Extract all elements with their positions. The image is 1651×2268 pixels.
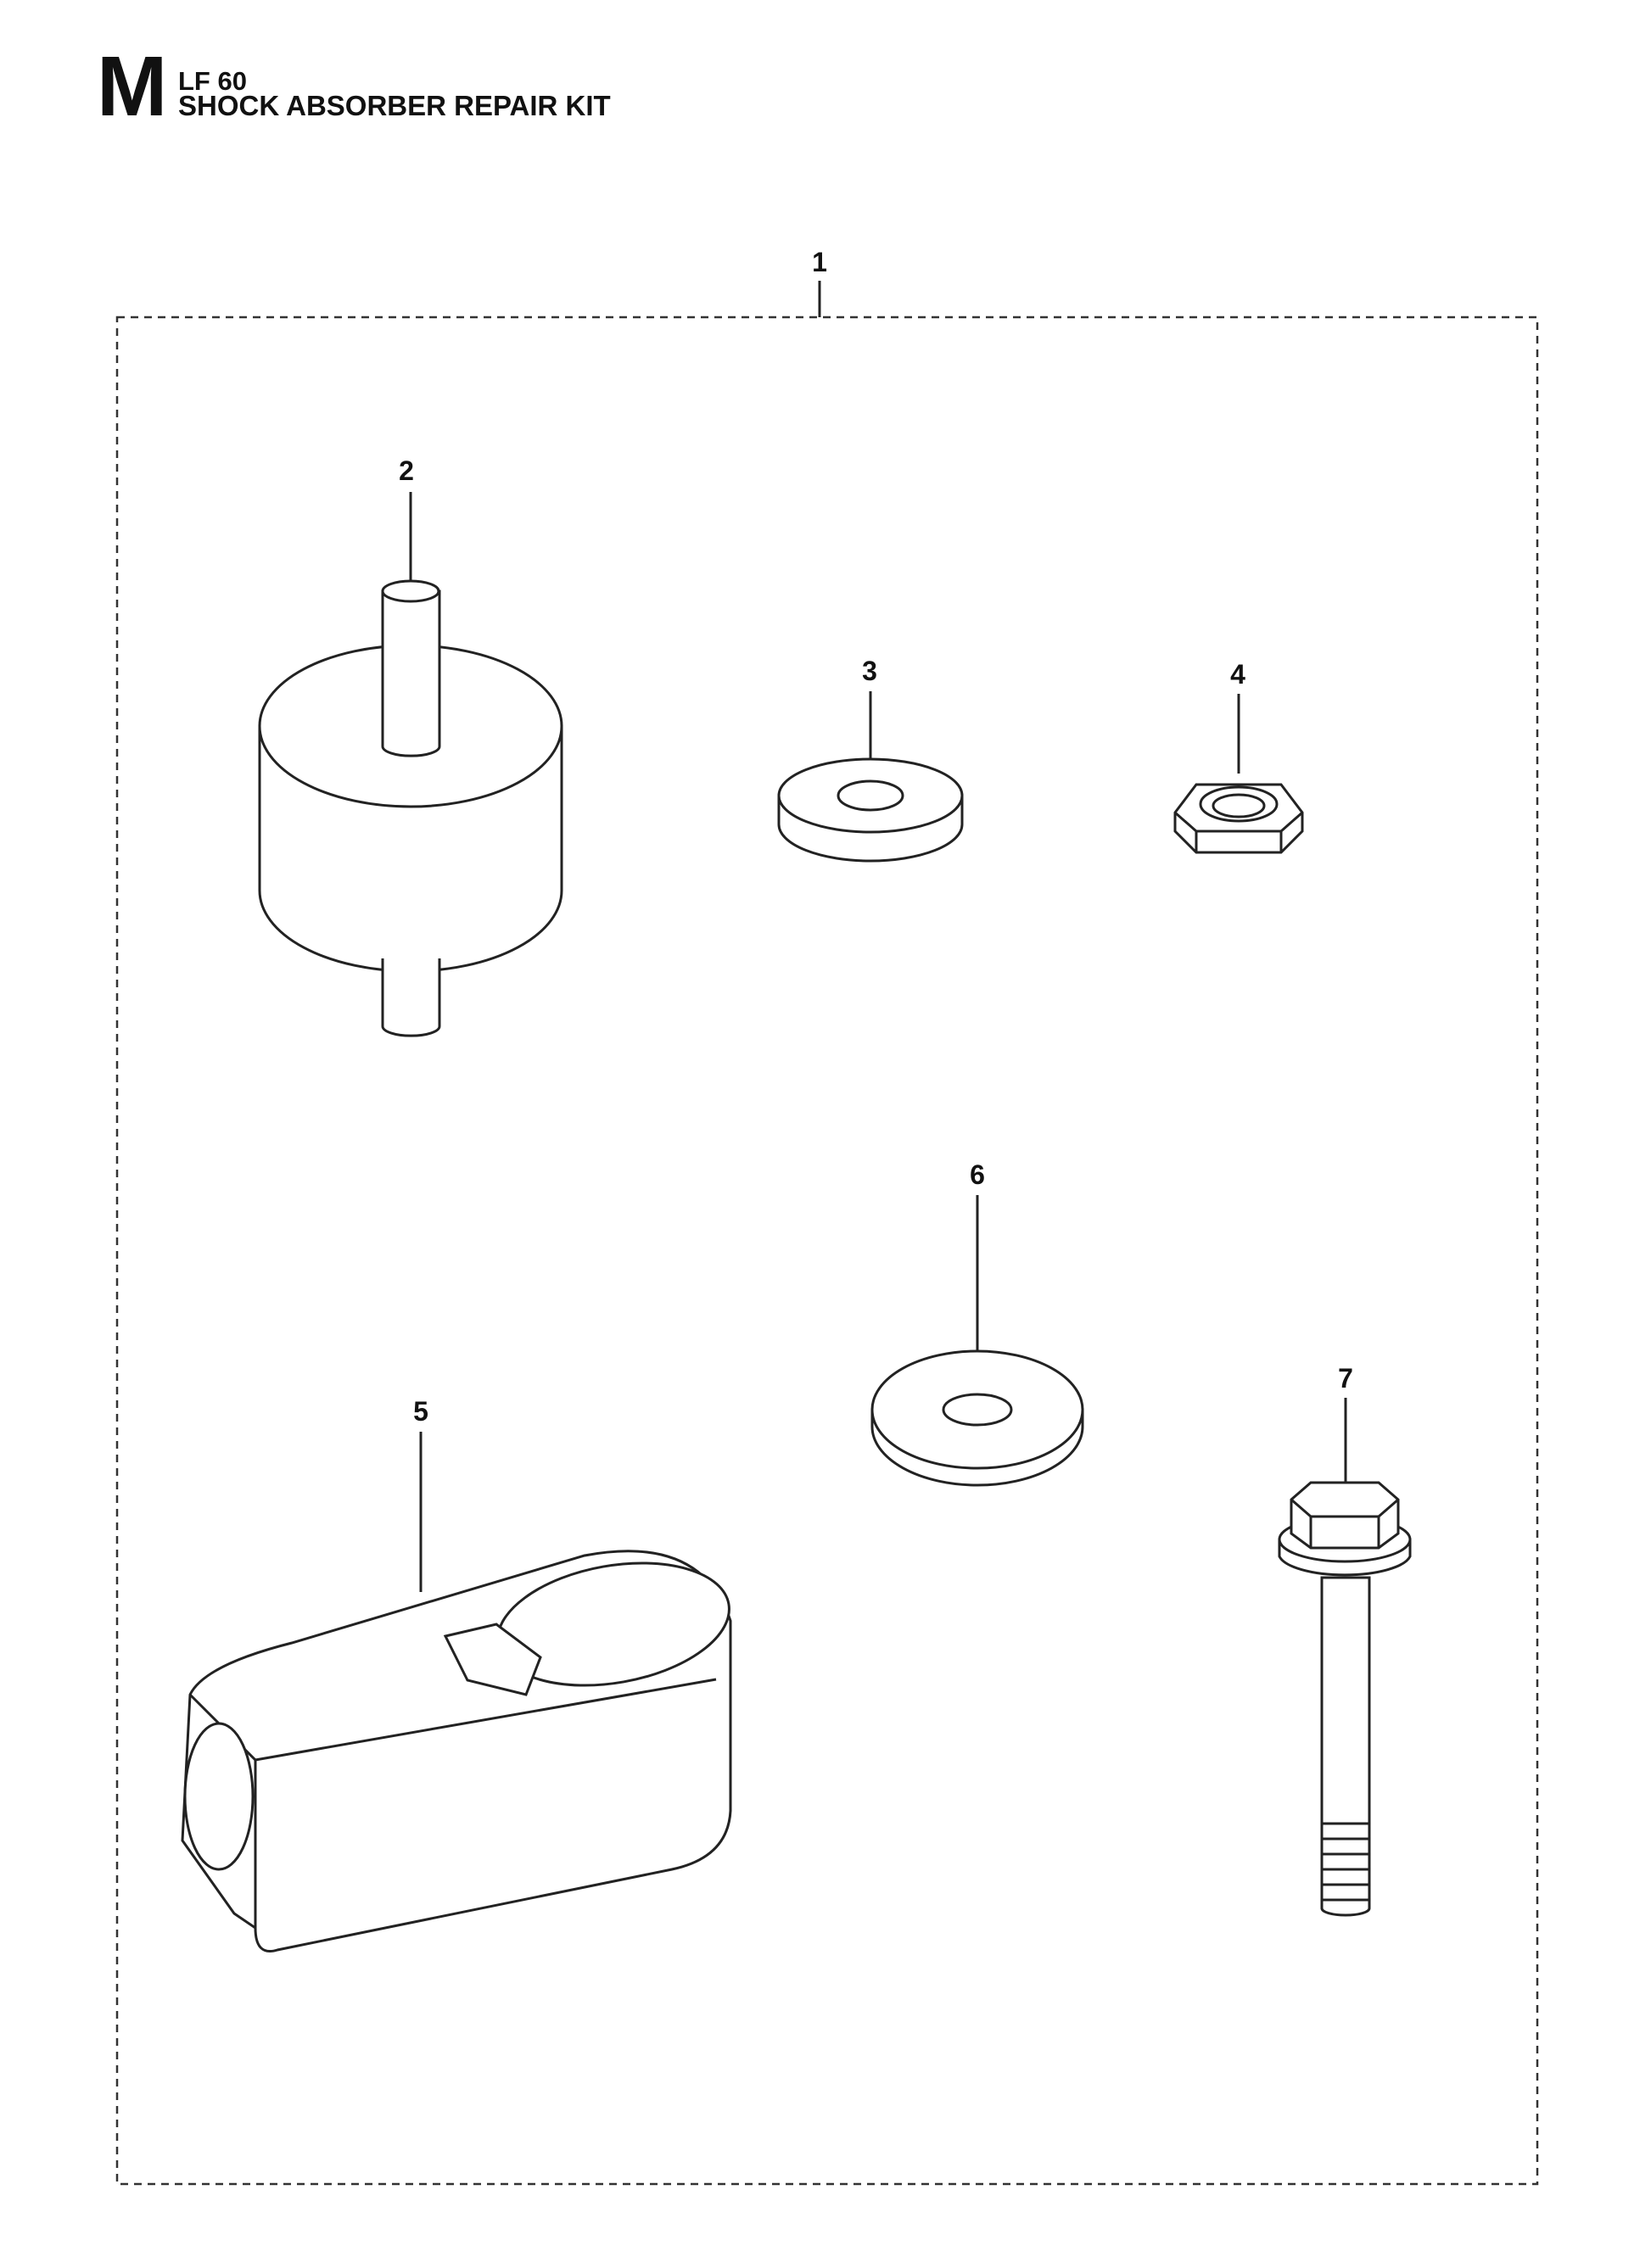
flat-washer-part: 6: [870, 1159, 1084, 1487]
shock-absorber-part: 2: [258, 455, 563, 1037]
callout-1: 1: [812, 247, 827, 277]
spacer-washer-part: 3: [777, 656, 964, 863]
callout-4: 4: [1230, 659, 1245, 690]
callout-2: 2: [399, 455, 414, 486]
model-name: LF 60: [178, 66, 247, 96]
callout-5: 5: [413, 1396, 428, 1427]
clip-part: 5: [181, 1396, 732, 1952]
nut-part: 4: [1173, 659, 1304, 854]
section-letter: M: [97, 39, 168, 134]
callout-7: 7: [1338, 1363, 1353, 1394]
flange-bolt-part: 7: [1278, 1363, 1412, 1917]
kit-boundary: [115, 316, 1539, 2186]
callout-6: 6: [970, 1159, 985, 1190]
callout-3: 3: [862, 656, 877, 686]
page-title: SHOCK ABSORBER REPAIR KIT: [178, 90, 611, 121]
